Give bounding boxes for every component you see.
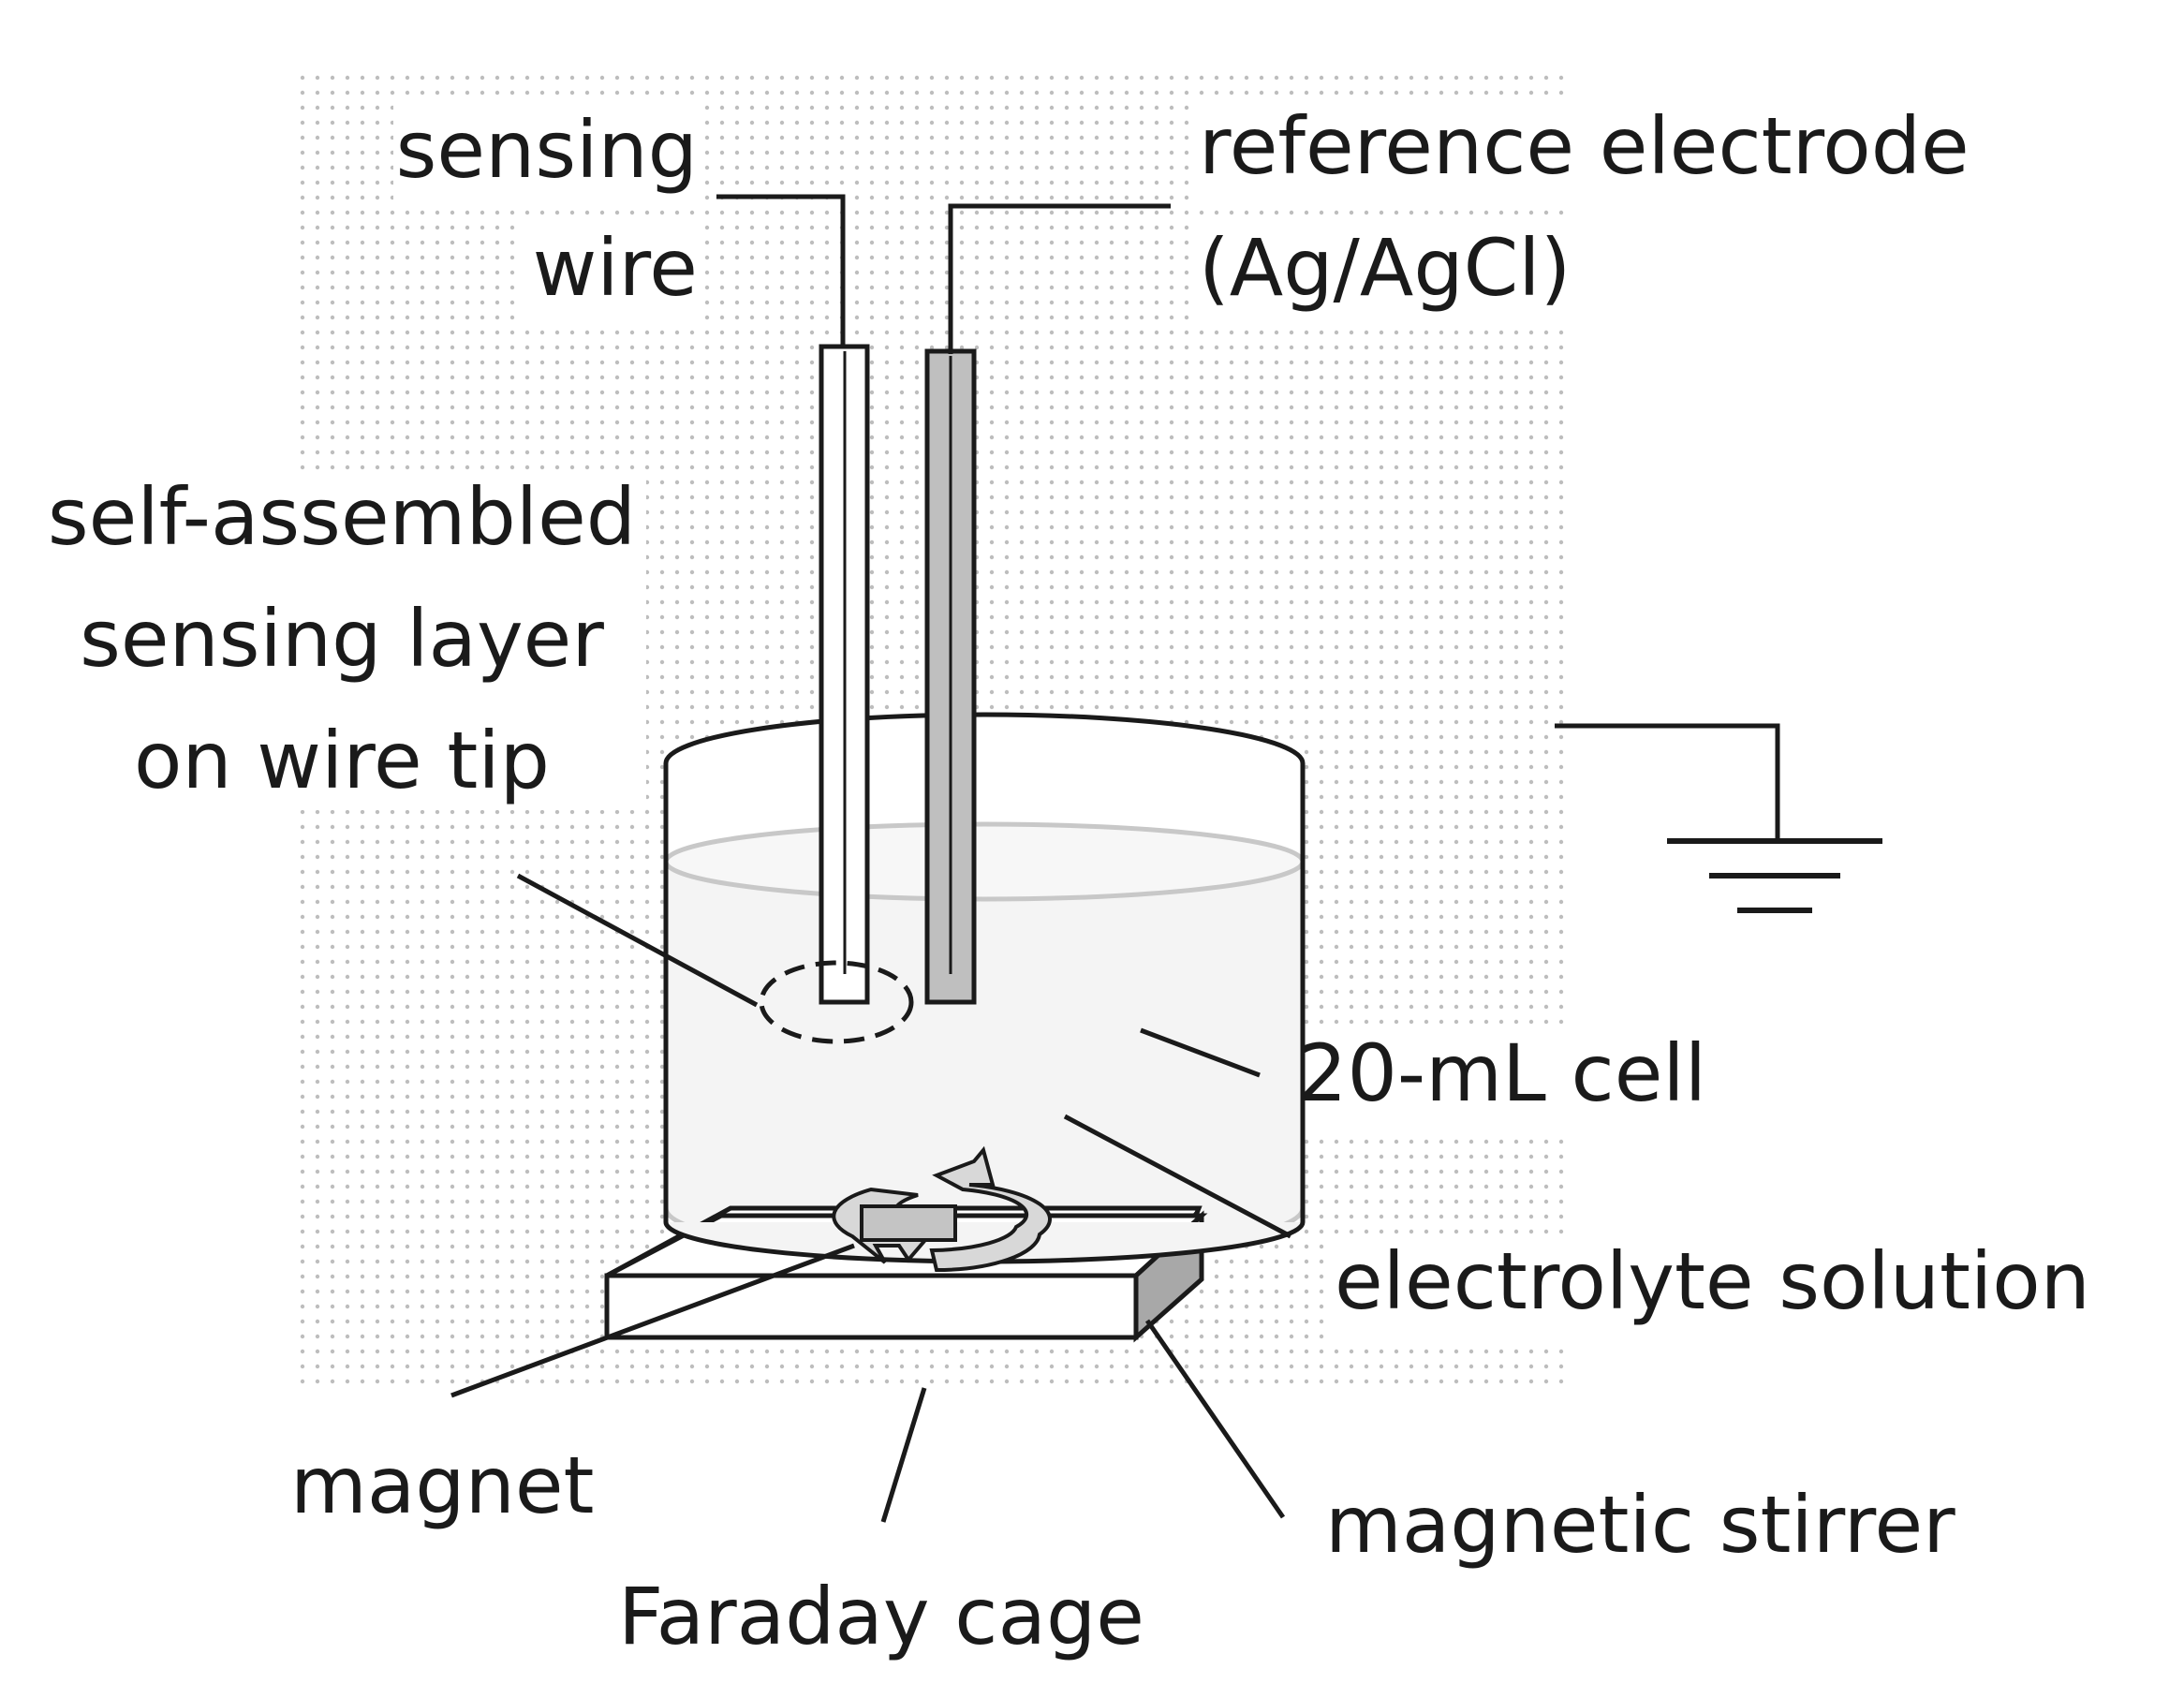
leader-electrolyte: [1063, 1114, 1292, 1239]
label-sensing-wire-line2: wire: [532, 222, 698, 314]
label-magnet: magnet: [290, 1440, 595, 1531]
label-faraday-cage: Faraday cage: [618, 1571, 1144, 1662]
leader-faraday-cage: [880, 1387, 927, 1523]
stir-arrow-right: [929, 1145, 1052, 1273]
label-reference-electrode-line1: reference electrode: [1199, 100, 1970, 192]
label-sensing-layer-line1: self-assembled: [47, 471, 637, 563]
ground-wire: [1555, 723, 1780, 841]
label-cell: 20-mL cell: [1297, 1027, 1707, 1119]
electrolyte-solution: [666, 862, 1303, 1257]
label-sensing-wire-line1: sensing: [395, 104, 698, 196]
magnet-bar: [860, 1204, 957, 1242]
leader-magnet: [450, 1243, 855, 1398]
label-reference-electrode-line2: (Ag/AgCl): [1199, 222, 1572, 314]
label-sensing-layer-line2: sensing layer: [80, 593, 604, 685]
sensing-layer-highlight: [759, 960, 914, 1044]
leader-cell: [1140, 1027, 1261, 1078]
leader-stirrer: [1144, 1319, 1286, 1519]
solution-surface: [663, 821, 1306, 902]
leader-sensing-layer: [516, 873, 759, 1008]
label-electrolyte-solution: electrolyte solution: [1335, 1235, 2090, 1327]
label-sensing-layer-line3: on wire tip: [133, 715, 551, 806]
sensing-wire-lead: [716, 194, 846, 348]
reference-wire-lead: [948, 203, 1171, 354]
label-magnetic-stirrer: magnetic stirrer: [1325, 1479, 1955, 1571]
